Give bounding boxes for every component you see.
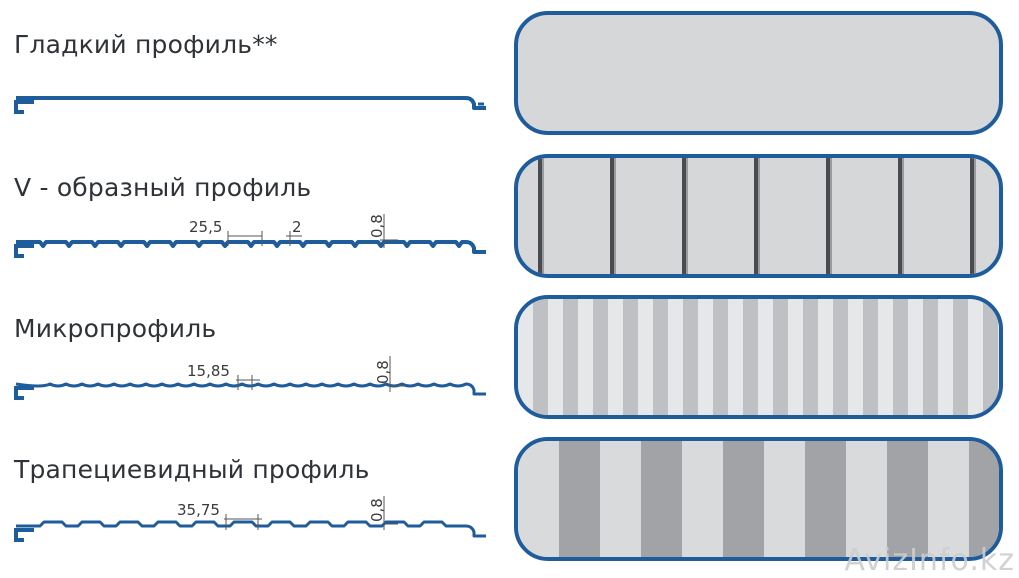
left-lock-trap	[14, 528, 34, 542]
micro-stripe-8	[638, 299, 653, 415]
micro-stripe-13	[713, 299, 728, 415]
left-lock-v	[14, 244, 34, 258]
micro-stripe-17	[773, 299, 788, 415]
micro-stripe-29	[953, 299, 968, 415]
micro-stripe-5	[593, 299, 608, 415]
section-line-micro	[15, 382, 486, 396]
v-groove-shadow-5	[902, 158, 904, 274]
micro-stripe-15	[743, 299, 758, 415]
v-groove-5	[898, 158, 902, 274]
micro-stripe-32	[998, 299, 999, 415]
profile-smooth: Гладкий профиль**	[0, 0, 1019, 145]
micro-stripe-11	[683, 299, 698, 415]
micro-stripe-30	[968, 299, 983, 415]
cross-section-v: 25,5 2 0,8	[14, 214, 486, 258]
micro-stripe-31	[983, 299, 998, 415]
panel-micro	[514, 295, 1003, 419]
panel-trap-texture	[518, 441, 999, 557]
v-groove-0	[538, 158, 542, 274]
micro-stripe-23	[863, 299, 878, 415]
trap-band-8	[846, 441, 887, 557]
micro-stripe-14	[728, 299, 743, 415]
dim-depth-micro: 0,8	[374, 360, 392, 384]
dim-width-v: 2	[292, 218, 302, 236]
micro-stripe-12	[698, 299, 713, 415]
micro-stripe-19	[803, 299, 818, 415]
trap-band-1	[559, 441, 600, 557]
v-groove-6	[970, 158, 974, 274]
trap-band-9	[887, 441, 928, 557]
v-groove-shadow-4	[830, 158, 832, 274]
dim-pitch-v: 25,5	[189, 218, 222, 236]
v-groove-3	[754, 158, 758, 274]
v-groove-1	[610, 158, 614, 274]
micro-stripe-20	[818, 299, 833, 415]
v-groove-2	[682, 158, 686, 274]
micro-stripe-28	[938, 299, 953, 415]
cross-section-micro: 15,85 0,8	[14, 356, 486, 400]
section-line-trap	[16, 520, 486, 538]
panel-v-texture	[538, 158, 976, 274]
profile-title-micro: Микропрофиль	[14, 314, 217, 343]
dim-pitch-trap: 35,75	[177, 501, 220, 519]
dim-depth-trap: 0,8	[368, 498, 386, 522]
micro-stripe-0	[518, 299, 533, 415]
v-groove-shadow-6	[974, 158, 976, 274]
trap-band-3	[641, 441, 682, 557]
trap-band-6	[764, 441, 805, 557]
trap-band-7	[805, 441, 846, 557]
panel-trap	[514, 437, 1003, 561]
micro-stripe-6	[608, 299, 623, 415]
profile-title-v: V - образный профиль	[14, 173, 312, 202]
v-groove-4	[826, 158, 830, 274]
micro-stripe-25	[893, 299, 908, 415]
profile-v: V - образный профиль 25,5 2 0,8	[14, 154, 1003, 278]
dim-pitch-micro: 15,85	[187, 362, 230, 380]
cross-section-trap: 35,75 0,8	[14, 496, 486, 542]
profile-title-smooth: Гладкий профиль**	[14, 30, 278, 59]
micro-stripe-10	[668, 299, 683, 415]
micro-stripe-9	[653, 299, 668, 415]
trap-band-2	[600, 441, 641, 557]
v-groove-shadow-0	[542, 158, 544, 274]
micro-stripe-26	[908, 299, 923, 415]
profile-title-trap: Трапециевидный профиль	[14, 455, 370, 484]
micro-stripe-1	[533, 299, 548, 415]
dim-depth-v: 0,8	[368, 214, 386, 238]
trap-band-4	[682, 441, 723, 557]
profile-micro: Микропрофиль 15,85 0,8	[14, 295, 1003, 419]
micro-stripe-27	[923, 299, 938, 415]
trap-band-10	[928, 441, 969, 557]
trap-band-11	[969, 441, 999, 557]
micro-stripe-2	[548, 299, 563, 415]
micro-stripe-4	[578, 299, 593, 415]
trap-band-0	[518, 441, 559, 557]
micro-stripe-22	[848, 299, 863, 415]
left-lock-micro	[14, 386, 34, 400]
micro-stripe-24	[878, 299, 893, 415]
trap-band-5	[723, 441, 764, 557]
v-groove-shadow-1	[614, 158, 616, 274]
section-line-smooth	[16, 96, 486, 110]
micro-stripe-16	[758, 299, 773, 415]
v-groove-shadow-2	[686, 158, 688, 274]
panel-smooth	[514, 11, 1003, 135]
panel-micro-texture	[518, 299, 999, 415]
cross-section-smooth	[14, 96, 486, 114]
micro-stripe-18	[788, 299, 803, 415]
left-lock-smooth	[14, 100, 34, 114]
section-line-v	[16, 240, 486, 254]
micro-stripe-7	[623, 299, 638, 415]
panel-v	[514, 154, 1003, 278]
micro-stripe-21	[833, 299, 848, 415]
watermark: AvizInfo.kz	[844, 543, 1015, 578]
v-groove-shadow-3	[758, 158, 760, 274]
micro-stripe-3	[563, 299, 578, 415]
